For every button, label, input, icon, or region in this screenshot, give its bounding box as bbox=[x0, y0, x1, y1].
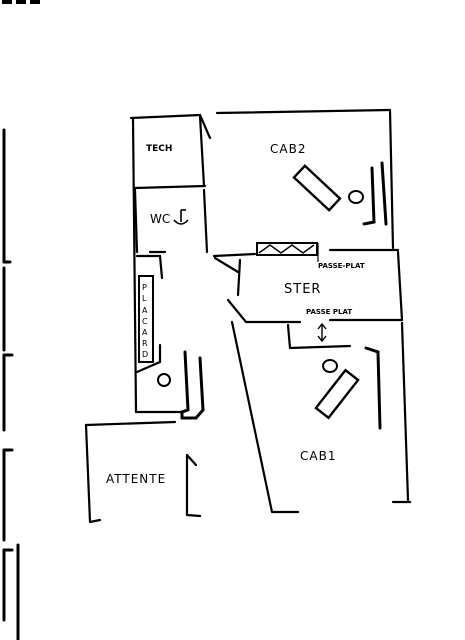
room-label-attente: ATTENTE bbox=[106, 472, 166, 486]
placard-letter: A bbox=[142, 328, 148, 337]
arrow-icon bbox=[317, 322, 327, 343]
fixtures bbox=[138, 164, 364, 420]
placard-label: P L A C A R D bbox=[142, 283, 148, 359]
annotation-passe-plat-bottom: PASSE PLAT bbox=[306, 308, 352, 316]
chair-cab2 bbox=[348, 190, 364, 204]
desk-cab2 bbox=[292, 164, 342, 212]
room-label-cab2: CAB2 bbox=[270, 142, 306, 156]
scan-border-marks bbox=[2, 0, 40, 640]
chair-cab1 bbox=[322, 359, 338, 373]
desk-cab1 bbox=[314, 368, 360, 420]
placard-letter: D bbox=[142, 350, 148, 359]
placard-letter: C bbox=[142, 317, 148, 326]
tap-icon bbox=[173, 209, 189, 225]
placard-box bbox=[138, 275, 154, 363]
placard-letter: A bbox=[142, 306, 148, 315]
placard-letter: P bbox=[142, 283, 147, 292]
sink bbox=[157, 373, 171, 387]
placard-letter: L bbox=[142, 294, 147, 303]
room-label-wc: WC bbox=[150, 212, 170, 226]
walls bbox=[84, 108, 412, 524]
room-label-ster: STER bbox=[284, 282, 321, 297]
annotation-passe-plat-top: PASSE-PLAT bbox=[318, 262, 365, 270]
room-label-cab1: CAB1 bbox=[300, 449, 336, 463]
room-label-tech: TECH bbox=[146, 144, 172, 154]
placard-letter: R bbox=[142, 339, 148, 348]
